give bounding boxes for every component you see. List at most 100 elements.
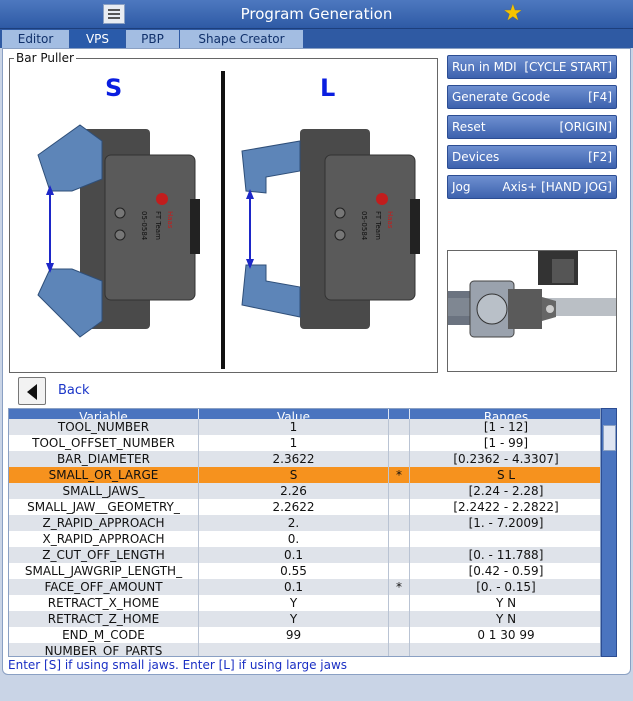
generate-gcode-button[interactable]: Generate Gcode[F4] xyxy=(447,85,617,109)
bar-puller-illustration: 05-0584 FT Team Haas 05-0584 FT Team Haa… xyxy=(9,58,438,373)
back-label[interactable]: Back xyxy=(58,383,90,398)
status-message: Enter [S] if using small jaws. Enter [L]… xyxy=(8,658,348,672)
cell-flag xyxy=(389,611,410,627)
cell-flag xyxy=(389,499,410,515)
cell-flag xyxy=(389,451,410,467)
cell-flag: * xyxy=(389,467,410,483)
group-label: Bar Puller xyxy=(14,51,76,65)
cell-value: 2.3622 xyxy=(199,451,389,467)
reset-button[interactable]: Reset[ORIGIN] xyxy=(447,115,617,139)
cell-flag xyxy=(389,643,410,656)
cell-value: 1 xyxy=(199,435,389,451)
menu-button[interactable] xyxy=(103,4,125,24)
table-row[interactable]: SMALL_JAWS_2.26 [2.24 - 2.28] xyxy=(9,483,600,499)
cell-value: 2.26 xyxy=(199,483,389,499)
run-in-mdi-button[interactable]: Run in MDI[CYCLE START] xyxy=(447,55,617,79)
cell-variable: SMALL_JAW__GEOMETRY_ xyxy=(9,499,199,515)
title-bar: Program Generation ★ xyxy=(0,0,633,29)
cell-variable: SMALL_JAWGRIP_LENGTH_ xyxy=(9,563,199,579)
cell-range: [0. - 0.15] xyxy=(476,580,536,594)
cell-variable: X_RAPID_APPROACH xyxy=(9,531,199,547)
tab-bar: Editor VPS PBP Shape Creator xyxy=(0,29,633,48)
scrollbar-thumb[interactable] xyxy=(603,425,616,451)
cell-variable: Z_RAPID_APPROACH xyxy=(9,515,199,531)
table-row[interactable]: SMALL_JAW__GEOMETRY_2.2622 [2.2422 - 2.28… xyxy=(9,499,600,515)
cell-range: 0 1 30 99 xyxy=(477,628,535,642)
bar-puller-drawing: 05-0584 FT Team Haas 05-0584 FT Team Haa… xyxy=(37,71,420,369)
cell-variable: TOOL_NUMBER xyxy=(9,419,199,435)
cell-range: Y N xyxy=(495,612,517,626)
cell-value: 0.1 xyxy=(199,579,389,595)
cell-range: Y N xyxy=(495,596,517,610)
cell-range: S L xyxy=(496,468,516,482)
cell-value: Y xyxy=(199,595,389,611)
cell-variable: RETRACT_Z_HOME xyxy=(9,611,199,627)
cell-value: 0. xyxy=(199,531,389,547)
star-icon[interactable]: ★ xyxy=(503,1,523,26)
cell-range xyxy=(410,531,600,547)
cell-range: [1. - 7.2009] xyxy=(468,516,544,530)
tab-pbp[interactable]: PBP xyxy=(126,30,180,48)
cell-value: 0.1 xyxy=(199,547,389,563)
cell-variable: END_M_CODE xyxy=(9,627,199,643)
cell-variable: RETRACT_X_HOME xyxy=(9,595,199,611)
puller-label-2: FT Team xyxy=(154,211,162,240)
header-flag xyxy=(389,409,410,425)
table-row[interactable]: SMALL_JAWGRIP_LENGTH_0.55 [0.42 - 0.59] xyxy=(9,563,600,579)
table-row[interactable]: NUMBER_OF_PARTS xyxy=(9,643,600,656)
cell-range: [0.42 - 0.59] xyxy=(468,564,544,578)
puller-label-3: Haas xyxy=(166,211,174,229)
back-button[interactable] xyxy=(18,377,46,405)
cell-value: 0.55 xyxy=(199,563,389,579)
puller-label-3b: Haas xyxy=(386,211,394,229)
cell-range: [2.2422 - 2.2822] xyxy=(453,500,559,514)
back-arrow-icon xyxy=(27,384,37,400)
cell-range: [2.24 - 2.28] xyxy=(468,484,544,498)
cell-value: 1 xyxy=(199,419,389,435)
cell-flag xyxy=(389,627,410,643)
cell-range xyxy=(410,643,600,656)
cell-flag xyxy=(389,563,410,579)
cell-value: Y xyxy=(199,611,389,627)
cell-value: 2.2622 xyxy=(199,499,389,515)
cell-range: [1 - 99] xyxy=(483,436,529,450)
cell-flag: * xyxy=(389,579,410,595)
table-scrollbar[interactable] xyxy=(601,408,617,657)
cell-variable: SMALL_JAWS_ xyxy=(9,483,199,499)
puller-label-1b: 05-0584 xyxy=(360,211,368,241)
large-jaw-letter: L xyxy=(320,74,336,102)
small-jaw-letter: S xyxy=(105,74,123,102)
machine-preview-image xyxy=(447,250,617,372)
cell-variable: SMALL_OR_LARGE xyxy=(9,467,199,483)
cell-flag xyxy=(389,483,410,499)
cell-range: [0. - 11.788] xyxy=(468,548,544,562)
cell-range: [1 - 12] xyxy=(483,420,529,434)
cell-range: [0.2362 - 4.3307] xyxy=(453,452,559,466)
cell-value: 2. xyxy=(199,515,389,531)
tab-editor[interactable]: Editor xyxy=(2,30,70,48)
cell-value xyxy=(199,643,389,656)
cell-variable: BAR_DIAMETER xyxy=(9,451,199,467)
tab-shape-creator[interactable]: Shape Creator xyxy=(180,30,304,48)
cell-variable: FACE_OFF_AMOUNT xyxy=(9,579,199,595)
tab-vps[interactable]: VPS xyxy=(70,30,126,48)
cell-flag xyxy=(389,419,410,435)
cell-value: S xyxy=(199,467,389,483)
devices-button[interactable]: Devices[F2] xyxy=(447,145,617,169)
puller-label-2b: FT Team xyxy=(374,211,382,240)
puller-label-1: 05-0584 xyxy=(140,211,148,241)
cell-variable: NUMBER_OF_PARTS xyxy=(9,643,199,656)
